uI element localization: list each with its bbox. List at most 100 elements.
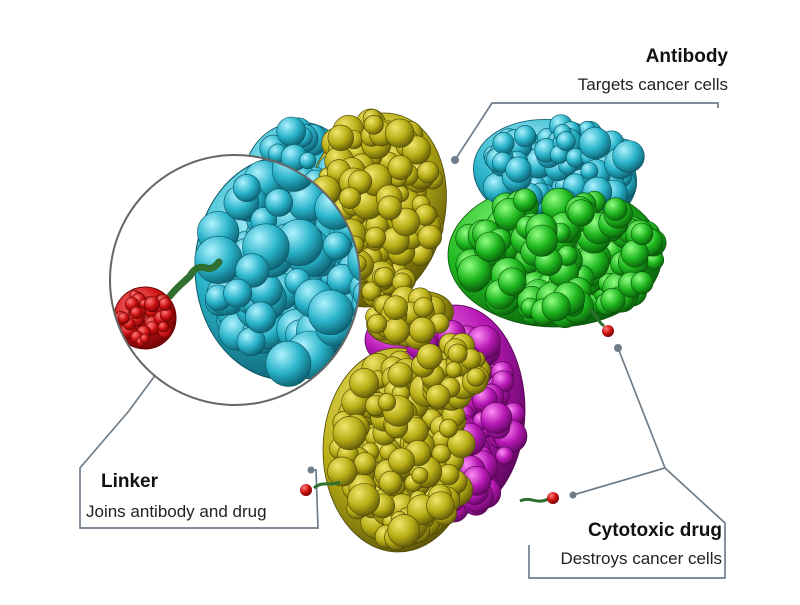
- cyan-atom: [299, 152, 317, 170]
- cytotoxic-callout-dot: [614, 344, 622, 352]
- green-atom: [603, 197, 628, 221]
- zoom-cyan-atom: [223, 278, 253, 308]
- yellow-atom: [361, 281, 382, 302]
- green-atom: [567, 199, 595, 227]
- yellow-atom: [338, 187, 361, 210]
- yellow-atom: [349, 368, 380, 398]
- magenta-atom: [480, 402, 513, 434]
- yellow-atom: [388, 447, 415, 475]
- cytotoxic-drug-label: Cytotoxic drug Destroys cancer cells: [522, 520, 722, 569]
- yellow-atom: [385, 118, 415, 148]
- callout-lines: [79, 102, 726, 579]
- cyan-atom: [578, 127, 612, 160]
- drug-right: [602, 325, 614, 337]
- zoom-inset: [110, 155, 360, 405]
- yellow-atom: [416, 343, 443, 370]
- zoom-cyan-atom: [353, 279, 360, 310]
- cytotoxic-callout-dot-2: [569, 491, 577, 499]
- cytotoxic-callout-box: [528, 467, 726, 579]
- yellow-atom: [387, 514, 421, 548]
- zoom-cyan-atom: [244, 301, 277, 334]
- zoom-linker: [166, 258, 223, 300]
- zoom-cyan-atom: [232, 174, 261, 202]
- drug-payloads: [300, 308, 614, 504]
- zoom-cyan-atom: [264, 188, 294, 217]
- yellow-atom: [378, 470, 403, 495]
- linker-bottom: [519, 497, 549, 503]
- zoom-drug-atom: [117, 312, 130, 325]
- antibody-description: Targets cancer cells: [577, 74, 728, 94]
- yellow-atom: [353, 452, 377, 476]
- linker-title: Linker: [101, 471, 159, 492]
- green-atom: [630, 222, 654, 246]
- yellow-atom: [377, 393, 397, 412]
- zoom-cyan-atom: [265, 340, 312, 387]
- green-atom: [513, 188, 537, 213]
- zoom-drug-atom: [157, 321, 169, 333]
- zoom-drug-atom: [144, 296, 161, 313]
- yellow-atom: [383, 317, 410, 344]
- zoom-cyan-atom: [235, 253, 270, 288]
- green-atom: [475, 231, 506, 262]
- antibody-title: Antibody: [645, 46, 728, 67]
- yellow-atom: [387, 362, 413, 388]
- green-atom: [600, 287, 626, 313]
- cyan-atom: [556, 131, 576, 151]
- zoom-circle: [109, 154, 361, 406]
- yellow-atom: [364, 226, 387, 249]
- yellow-atom: [327, 456, 358, 487]
- yellow-atom: [417, 161, 440, 184]
- antibody-callout-dot: [451, 156, 459, 164]
- yellow-atom: [387, 155, 413, 181]
- linker-callout-line: [79, 307, 319, 529]
- magenta-atom: [495, 446, 514, 465]
- zoom-drug-atom: [129, 306, 143, 320]
- linker-description: Joins antibody and drug: [86, 501, 267, 521]
- yellow-atom: [409, 316, 436, 344]
- yellow-atom: [367, 313, 388, 334]
- cyan-atom: [505, 156, 532, 183]
- green-atom: [525, 224, 558, 257]
- yellow-atom: [426, 491, 455, 521]
- zoom-drug: [113, 286, 177, 350]
- green-atom: [541, 292, 571, 322]
- yellow-atom: [447, 343, 468, 364]
- yellow-atom: [327, 124, 354, 152]
- antibody-callout-line: [454, 102, 719, 161]
- green-atom: [630, 271, 654, 295]
- linker-left: [313, 480, 341, 490]
- yellow-atom: [438, 418, 458, 438]
- yellow-atom: [425, 384, 451, 409]
- yellow-atom: [374, 267, 395, 288]
- yellow-atom: [466, 367, 486, 387]
- cyan-atom: [492, 132, 515, 155]
- zoom-drug-atom: [139, 333, 150, 344]
- cyan-atom: [513, 125, 537, 148]
- cytotoxic-callout-line: [572, 347, 667, 496]
- zoom-cyan-atom: [322, 231, 351, 260]
- yellow-atom: [445, 361, 463, 379]
- yellow-atom: [413, 297, 434, 318]
- antibody-atoms: [245, 108, 667, 551]
- drug-left: [300, 484, 312, 496]
- yellow-atom: [447, 429, 476, 458]
- cyan-atom: [276, 116, 307, 147]
- yellow-atom: [411, 466, 429, 484]
- cyan-atom: [612, 140, 645, 173]
- yellow-atom: [417, 224, 442, 250]
- zoom-cyan-atom: [307, 289, 354, 335]
- cytotoxic-drug-description: Destroys cancer cells: [560, 548, 722, 568]
- yellow-atom: [377, 195, 402, 220]
- yellow-atom: [363, 114, 384, 135]
- linker-right: [589, 308, 605, 328]
- yellow-atom: [347, 483, 380, 516]
- yellow-atom: [431, 444, 451, 464]
- green-atom: [457, 255, 493, 291]
- linker-label: Linker Joins antibody and drug: [86, 471, 316, 522]
- linker-callout-dot-2: [307, 466, 315, 474]
- yellow-atom: [383, 295, 409, 321]
- yellow-atom: [332, 416, 367, 451]
- green-atom: [498, 267, 527, 296]
